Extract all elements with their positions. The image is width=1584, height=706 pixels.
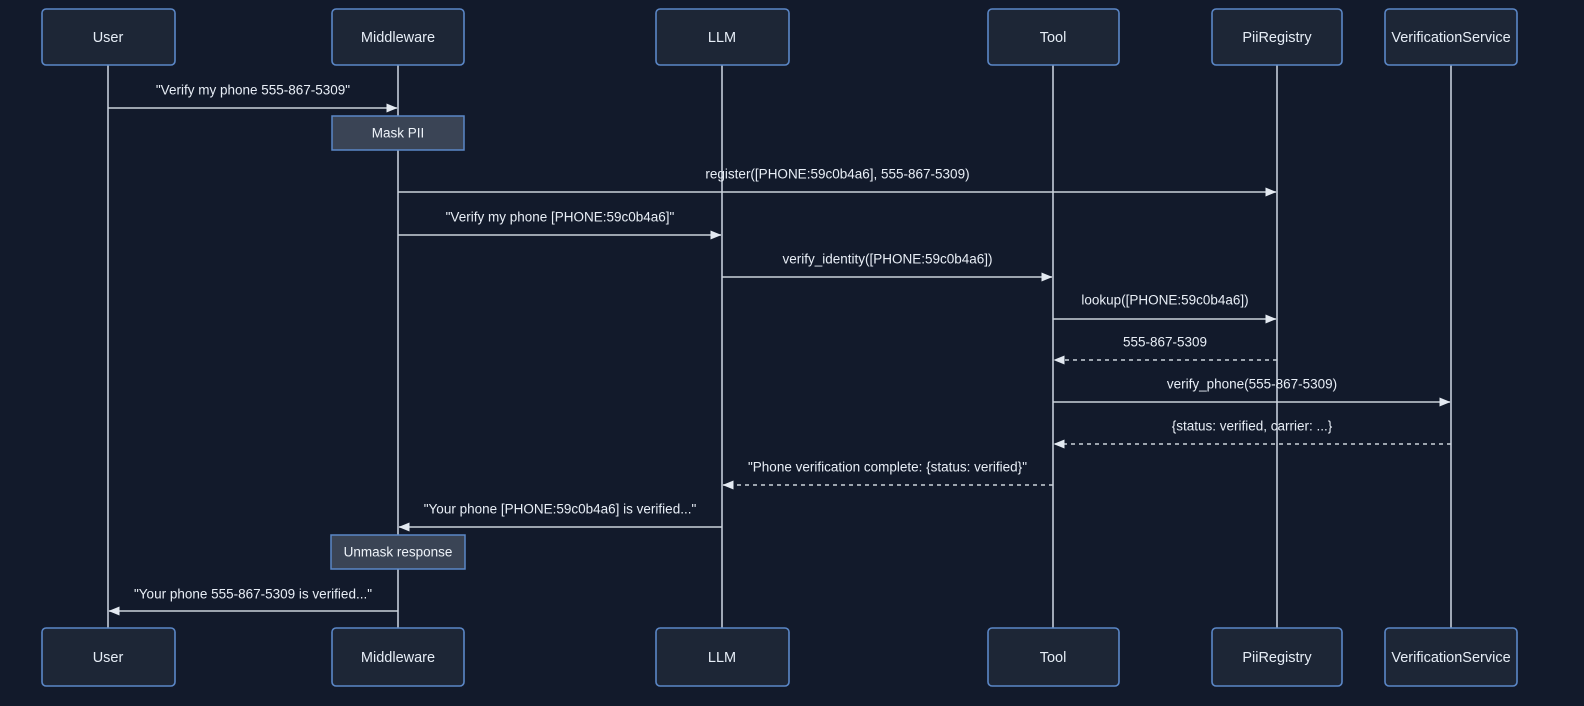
participants-bottom: User Middleware LLM Tool PiiRegistry Verifica… xyxy=(41,627,1518,687)
participant-box[interactable] xyxy=(655,627,790,687)
participant-box[interactable] xyxy=(1384,627,1518,687)
participant-middle-top[interactable]: Middleware xyxy=(331,8,465,66)
participant-user-bottom[interactable]: User xyxy=(41,627,176,687)
participant-middle-bottom[interactable]: Middleware xyxy=(331,627,465,687)
participant-box[interactable] xyxy=(655,8,790,66)
participant-verify-top[interactable]: VerificationService xyxy=(1384,8,1518,66)
participant-label: Tool xyxy=(1040,650,1067,666)
participant-pii-bottom[interactable]: PiiRegistry xyxy=(1211,627,1343,687)
participant-label: Middleware xyxy=(361,650,435,666)
participant-tool-top[interactable]: Tool xyxy=(987,8,1120,66)
message-m7: verify_phone(555-867-5309) xyxy=(1053,377,1451,407)
participant-llm-top[interactable]: LLM xyxy=(655,8,790,66)
note-label: Unmask response xyxy=(344,545,453,560)
participant-box[interactable] xyxy=(987,627,1120,687)
participant-label: Tool xyxy=(1040,30,1067,46)
message-label: 555-867-5309 xyxy=(1123,335,1207,350)
participant-label: VerificationService xyxy=(1391,650,1510,666)
participant-label: User xyxy=(93,30,124,46)
participant-box[interactable] xyxy=(41,627,176,687)
note-n1[interactable]: Mask PII xyxy=(331,115,465,151)
message-m10: "Your phone [PHONE:59c0b4a6] is verified… xyxy=(398,502,722,532)
participant-box[interactable] xyxy=(1211,627,1343,687)
note-label: Mask PII xyxy=(372,126,425,141)
message-m11: "Your phone 555-867-5309 is verified..." xyxy=(108,587,398,616)
participant-tool-bottom[interactable]: Tool xyxy=(987,627,1120,687)
note-n2[interactable]: Unmask response xyxy=(330,534,466,570)
participant-user-top[interactable]: User xyxy=(41,8,176,66)
message-label: "Your phone [PHONE:59c0b4a6] is verified… xyxy=(424,502,697,517)
message-label: "Your phone 555-867-5309 is verified..." xyxy=(134,587,372,602)
participant-box[interactable] xyxy=(331,8,465,66)
participant-llm-bottom[interactable]: LLM xyxy=(655,627,790,687)
message-m6: 555-867-5309 xyxy=(1053,335,1277,365)
message-m2: register([PHONE:59c0b4a6], 555-867-5309) xyxy=(398,167,1277,197)
note-box[interactable] xyxy=(331,115,465,151)
participant-box[interactable] xyxy=(1211,8,1343,66)
participant-label: PiiRegistry xyxy=(1242,30,1312,46)
notes: Mask PII Unmask response xyxy=(330,115,466,570)
participants-top: User Middleware LLM Tool PiiRegistry Verifica… xyxy=(41,8,1518,66)
participant-label: PiiRegistry xyxy=(1242,650,1312,666)
participant-box[interactable] xyxy=(987,8,1120,66)
messages: "Verify my phone 555-867-5309" register([… xyxy=(108,83,1451,616)
message-label: {status: verified, carrier: ...} xyxy=(1172,419,1333,434)
participant-pii-top[interactable]: PiiRegistry xyxy=(1211,8,1343,66)
message-label: "Verify my phone 555-867-5309" xyxy=(156,83,350,98)
message-m8: {status: verified, carrier: ...} xyxy=(1053,419,1451,449)
message-m5: lookup([PHONE:59c0b4a6]) xyxy=(1053,293,1277,324)
participant-box[interactable] xyxy=(331,627,465,687)
lifelines xyxy=(107,65,1452,628)
participant-box[interactable] xyxy=(1384,8,1518,66)
participant-label: Middleware xyxy=(361,30,435,46)
participant-box[interactable] xyxy=(41,8,176,66)
message-label: "Phone verification complete: {status: v… xyxy=(748,460,1027,475)
message-label: register([PHONE:59c0b4a6], 555-867-5309) xyxy=(705,167,969,182)
message-label: verify_phone(555-867-5309) xyxy=(1167,377,1337,392)
participant-label: LLM xyxy=(708,30,736,46)
message-m4: verify_identity([PHONE:59c0b4a6]) xyxy=(722,252,1053,282)
message-m3: "Verify my phone [PHONE:59c0b4a6]" xyxy=(398,210,722,240)
participant-verify-bottom[interactable]: VerificationService xyxy=(1384,627,1518,687)
message-label: lookup([PHONE:59c0b4a6]) xyxy=(1081,293,1248,308)
participant-label: LLM xyxy=(708,650,736,666)
participant-label: VerificationService xyxy=(1391,30,1510,46)
message-m9: "Phone verification complete: {status: v… xyxy=(722,460,1053,490)
message-label: verify_identity([PHONE:59c0b4a6]) xyxy=(782,252,992,267)
note-box[interactable] xyxy=(330,534,466,570)
participant-label: User xyxy=(93,650,124,666)
message-m1: "Verify my phone 555-867-5309" xyxy=(108,83,398,113)
message-label: "Verify my phone [PHONE:59c0b4a6]" xyxy=(446,210,675,225)
